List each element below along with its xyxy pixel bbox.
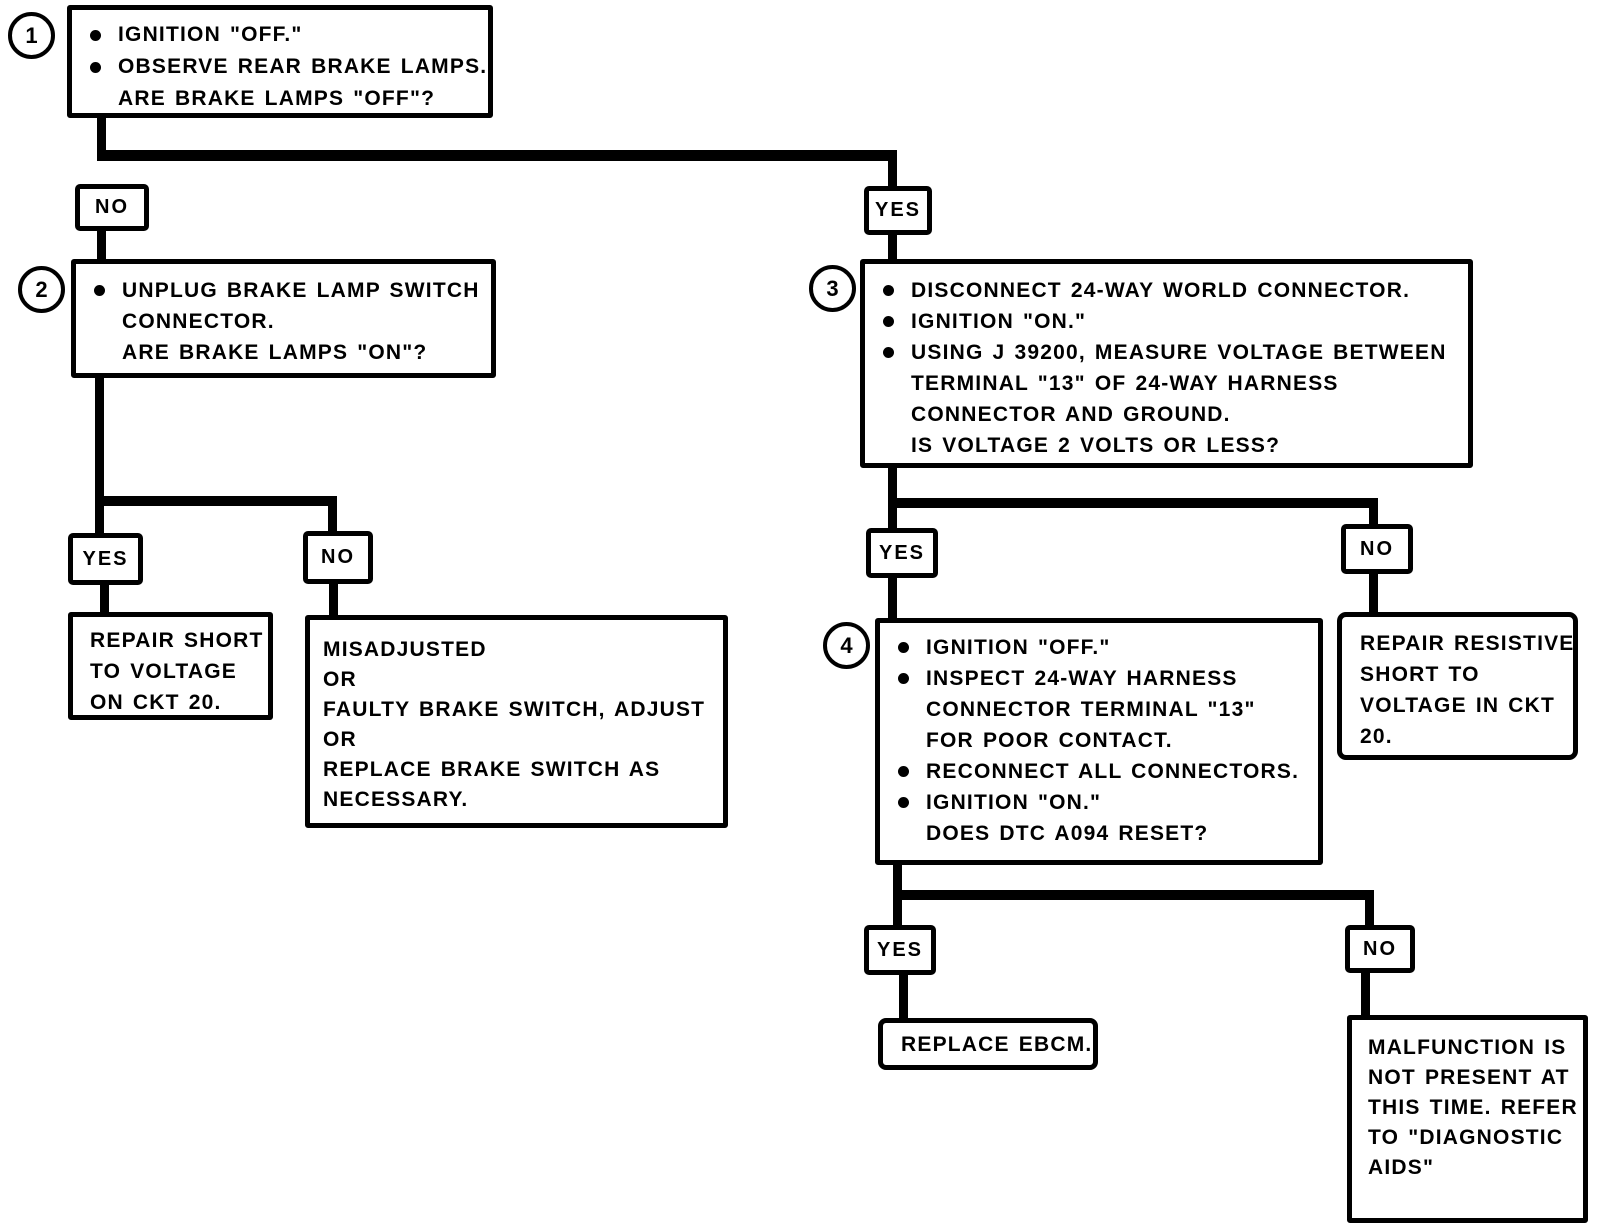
connector-line — [1369, 508, 1378, 526]
decision-label-no-2: NO — [303, 531, 373, 584]
outcome-text-line: MISADJUSTED — [323, 638, 487, 661]
step-4-number: 4 — [823, 622, 870, 669]
outcome-repair-resistive-box: REPAIR RESISTIVE SHORT TO VOLTAGE IN CKT… — [1337, 612, 1578, 760]
step-3-box: DISCONNECT 24-WAY WORLD CONNECTOR. IGNIT… — [860, 259, 1473, 468]
outcome-text-line: TO VOLTAGE — [90, 660, 238, 683]
outcome-text-line: TO "DIAGNOSTIC — [1368, 1126, 1564, 1149]
outcome-text-line: OR — [323, 668, 357, 691]
connector-line — [1365, 900, 1374, 925]
step-4-line: CONNECTOR TERMINAL "13" — [926, 698, 1256, 721]
outcome-text-line: FAULTY BRAKE SWITCH, ADJUST — [323, 698, 706, 721]
step-4-line: DOES DTC A094 RESET? — [926, 822, 1209, 845]
bullet-icon — [89, 61, 101, 73]
bullet-icon — [882, 285, 894, 296]
step-3-line: IGNITION "ON." — [911, 310, 1087, 333]
connector-line — [888, 156, 897, 186]
step-3-line: IS VOLTAGE 2 VOLTS OR LESS? — [911, 434, 1281, 457]
decision-label-yes-4: YES — [864, 925, 936, 975]
connector-line — [888, 235, 897, 259]
decision-label-yes-2: YES — [68, 533, 143, 585]
connector-line — [899, 973, 908, 1018]
step-2-line: CONNECTOR. — [122, 310, 275, 333]
step-4-line: RECONNECT ALL CONNECTORS. — [926, 760, 1300, 783]
bullet-icon — [89, 29, 101, 41]
outcome-text-line: OR — [323, 728, 357, 751]
bullet-icon — [897, 797, 909, 808]
outcome-text-line: MALFUNCTION IS — [1368, 1036, 1567, 1059]
outcome-text-line: NECESSARY. — [323, 788, 469, 811]
connector-line — [888, 498, 1378, 508]
bullet-icon — [897, 642, 909, 653]
outcome-text-line: SHORT TO — [1360, 663, 1480, 686]
bullet-icon — [897, 673, 909, 684]
step-2-line: ARE BRAKE LAMPS "ON"? — [122, 341, 428, 364]
connector-line — [1361, 971, 1370, 1015]
step-1-line: ARE BRAKE LAMPS "OFF"? — [118, 87, 436, 110]
bullet-icon — [882, 316, 894, 327]
outcome-text-line: 20. — [1360, 725, 1393, 748]
connector-line — [893, 890, 1374, 900]
outcome-text-line: ON CKT 20. — [90, 691, 222, 714]
outcome-misadjusted-box: MISADJUSTED OR FAULTY BRAKE SWITCH, ADJU… — [305, 615, 728, 828]
outcome-text-line: VOLTAGE IN CKT — [1360, 694, 1556, 717]
connector-line — [95, 378, 104, 533]
connector-line — [888, 578, 897, 618]
outcome-malfunction-box: MALFUNCTION IS NOT PRESENT AT THIS TIME.… — [1347, 1015, 1588, 1223]
outcome-text-line: REPLACE BRAKE SWITCH AS — [323, 758, 661, 781]
step-2-number: 2 — [18, 266, 65, 313]
step-4-line: IGNITION "ON." — [926, 791, 1102, 814]
step-3-line: USING J 39200, MEASURE VOLTAGE BETWEEN — [911, 341, 1447, 364]
connector-line — [95, 496, 337, 506]
connector-line — [1369, 574, 1378, 612]
outcome-text-line: THIS TIME. REFER — [1368, 1096, 1578, 1119]
outcome-repair-short-box: REPAIR SHORT TO VOLTAGE ON CKT 20. — [68, 612, 273, 720]
outcome-text-line: AIDS" — [1368, 1156, 1435, 1179]
outcome-text-line: REPAIR SHORT — [90, 629, 264, 652]
step-1-line: OBSERVE REAR BRAKE LAMPS. — [118, 55, 488, 78]
step-1-box: IGNITION "OFF." OBSERVE REAR BRAKE LAMPS… — [67, 5, 493, 118]
step-3-number: 3 — [809, 265, 856, 312]
decision-label-no-3: NO — [1341, 524, 1413, 574]
bullet-icon — [93, 285, 105, 296]
step-1-number: 1 — [8, 12, 55, 59]
connector-line — [100, 585, 109, 612]
step-4-box: IGNITION "OFF." INSPECT 24-WAY HARNESS C… — [875, 618, 1323, 865]
connector-line — [97, 150, 897, 161]
outcome-replace-ebcm-box: REPLACE EBCM. — [878, 1018, 1098, 1070]
decision-label-yes-1: YES — [864, 186, 932, 235]
outcome-text-line: REPAIR RESISTIVE — [1360, 632, 1575, 655]
connector-line — [328, 506, 337, 533]
decision-label-yes-3: YES — [866, 528, 938, 578]
bullet-icon — [897, 766, 909, 777]
step-2-line: UNPLUG BRAKE LAMP SWITCH — [122, 279, 480, 302]
decision-label-no-4: NO — [1345, 925, 1415, 973]
outcome-text-line: REPLACE EBCM. — [901, 1033, 1093, 1056]
step-2-box: UNPLUG BRAKE LAMP SWITCH CONNECTOR. ARE … — [71, 259, 496, 378]
step-4-line: FOR POOR CONTACT. — [926, 729, 1173, 752]
step-4-line: IGNITION "OFF." — [926, 636, 1111, 659]
connector-line — [329, 584, 338, 615]
step-3-line: TERMINAL "13" OF 24-WAY HARNESS — [911, 372, 1339, 395]
step-3-line: CONNECTOR AND GROUND. — [911, 403, 1231, 426]
step-1-line: IGNITION "OFF." — [118, 23, 303, 46]
bullet-icon — [882, 347, 894, 358]
connector-line — [97, 118, 106, 156]
outcome-text-line: NOT PRESENT AT — [1368, 1066, 1570, 1089]
decision-label-no-1: NO — [75, 184, 149, 231]
connector-line — [97, 231, 106, 259]
step-4-line: INSPECT 24-WAY HARNESS — [926, 667, 1238, 690]
step-3-line: DISCONNECT 24-WAY WORLD CONNECTOR. — [911, 279, 1411, 302]
